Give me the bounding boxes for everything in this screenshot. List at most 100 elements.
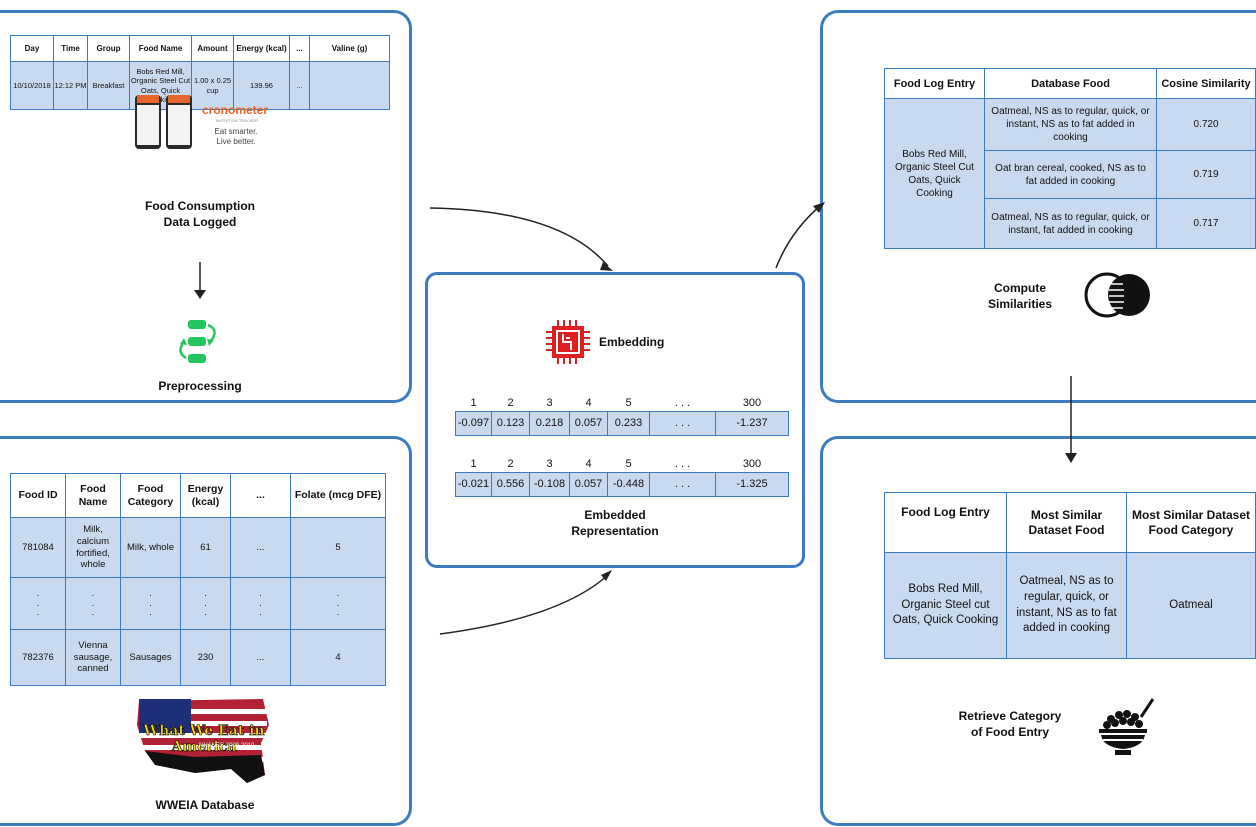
cell: Oatmeal, NS as to regular, quick, or ins… [984,198,1157,249]
cell: Bobs Red Mill, Organic Steel cut Oats, Q… [884,552,1007,659]
compute-similarities-label: Compute Similarities [987,281,1053,312]
phone-screenshot-icon [135,95,161,149]
value-cell: 0.057 [569,410,608,436]
header-cell: Day [10,35,54,62]
embedded-representation-label: Embedded Representation [571,508,659,539]
vector-index-row: 1 2 3 4 5 . . . 300 [456,395,789,411]
cell: Oat bran cereal, cooked, NS as to fat ad… [984,150,1157,199]
cell: . . . [230,577,291,630]
index-cell: . . . [674,457,691,470]
index-cell: 300 [742,396,762,409]
table-row: Bobs Red Mill, Organic Steel Cut Oats, Q… [884,98,1256,249]
similarity-table: Food Log Entry Database Food Cosine Simi… [884,68,1256,249]
cell: 139.96 [233,61,290,110]
embedding-vector-1: 1 2 3 4 5 . . . 300 -0.097 0.123 0.218 0… [455,395,789,436]
retrieve-category-label: Retrieve Category of Food Entry [958,709,1062,740]
rice-bowl-icon [1099,698,1155,755]
cell: Milk, whole [120,517,181,578]
cell: 0.720 [1156,98,1256,151]
vector-values-row: -0.097 0.123 0.218 0.057 0.233 . . . -1.… [455,410,789,436]
food-log-panel [0,10,412,403]
index-cell: 300 [742,457,762,470]
value-cell: 0.233 [607,410,650,436]
index-cell: 1 [470,457,477,470]
value-cell: 0.556 [491,471,530,497]
header-cell: ... [230,473,291,518]
header-cell: Time [53,35,88,62]
table-row: 781084 Milk, calcium fortified, whole Mi… [10,517,386,578]
cronometer-tagline: Eat smarter. Live better. [214,127,258,146]
cell: Oatmeal [1126,552,1256,659]
phone-screenshot-icon [166,95,192,149]
cell: ... [289,61,310,110]
preprocessing-label: Preprocessing [158,379,242,393]
cronometer-logo: cronometer [202,103,269,117]
index-cell: 5 [625,457,632,470]
usa-flag-map-icon [137,699,269,783]
cell: 782376 [10,629,66,686]
table-row: . . . . . . . . . . . . . . . . . . [10,577,386,630]
header-cell: Food Name [129,35,192,62]
table-row: 782376 Vienna sausage, canned Sausages 2… [10,629,386,686]
cell [309,61,390,110]
header-cell: ... [289,35,310,62]
embedding-vector-2: 1 2 3 4 5 . . . 300 -0.021 0.556 -0.108 … [455,456,789,497]
cell: Oatmeal, NS as to regular, quick, or ins… [984,98,1157,151]
value-cell: -0.097 [455,410,492,436]
header-cell: Group [87,35,130,62]
cell: 0.719 [1156,150,1256,199]
cell: Breakfast [87,61,130,110]
header-cell: Energy (kcal) [180,473,231,518]
vector-index-row: 1 2 3 4 5 . . . 300 [456,456,789,472]
index-cell: 2 [507,457,514,470]
cell: 4 [290,629,386,686]
cell: ... [230,629,291,686]
cell: . . . [65,577,121,630]
index-cell: 4 [585,457,592,470]
food-logged-label: Food Consumption Data Logged [145,199,255,230]
venn-icon [1084,272,1150,318]
header-cell: Food ID [10,473,66,518]
table-row: Oat bran cereal, cooked, NS as to fat ad… [885,150,1256,199]
header-cell: Most Similar Dataset Food [1006,492,1127,553]
cronometer-image: cronometer NUTRITION TRACKER Eat smarter… [130,95,270,190]
cell: 781084 [10,517,66,578]
index-cell: 3 [546,457,553,470]
vector-values-row: -0.021 0.556 -0.108 0.057 -0.448 . . . -… [455,471,789,497]
index-cell: 3 [546,396,553,409]
table-row: Bobs Red Mill, Organic Steel cut Oats, Q… [884,552,1256,659]
cell: 61 [180,517,231,578]
header-cell: Valine (g) [309,35,390,62]
food-log-table: Day Time Group Food Name Amount Energy (… [10,35,390,110]
cell: ... [230,517,291,578]
header-cell: Amount [191,35,234,62]
cell: 1.00 x 0.25 cup [191,61,234,110]
cronometer-sub: NUTRITION TRACKER [216,118,258,123]
value-cell: . . . [649,471,716,497]
wweia-logo-sub: NHANES 2009-2010 [199,743,255,749]
value-cell: 0.057 [569,471,608,497]
similarity-header-row: Food Log Entry Database Food Cosine Simi… [884,68,1256,99]
cell: 0.717 [1156,198,1256,249]
cell: Milk, calcium fortified, whole [65,517,121,578]
cell: Oatmeal, NS as to regular, quick, or ins… [1006,552,1127,659]
value-cell: . . . [649,410,716,436]
table-row: Oatmeal, NS as to regular, quick, or ins… [885,198,1256,249]
index-cell: 4 [585,396,592,409]
index-cell: 1 [470,396,477,409]
value-cell: -1.237 [715,410,789,436]
wweia-logo-text: What We Eat in America [143,723,265,756]
cell: 230 [180,629,231,686]
header-cell: Folate (mcg DFE) [290,473,386,518]
cell: 5 [290,517,386,578]
result-header-row: Food Log Entry Most Similar Dataset Food… [884,492,1256,553]
value-cell: -0.448 [607,471,650,497]
chip-icon [546,320,590,364]
value-cell: 0.123 [491,410,530,436]
index-cell: 5 [625,396,632,409]
value-cell: -1.325 [715,471,789,497]
embedding-label: Embedding [599,335,665,349]
table-row: 10/10/2018 12:12 PM Breakfast Bobs Red M… [10,61,390,110]
value-cell: -0.108 [529,471,570,497]
value-cell: 0.218 [529,410,570,436]
